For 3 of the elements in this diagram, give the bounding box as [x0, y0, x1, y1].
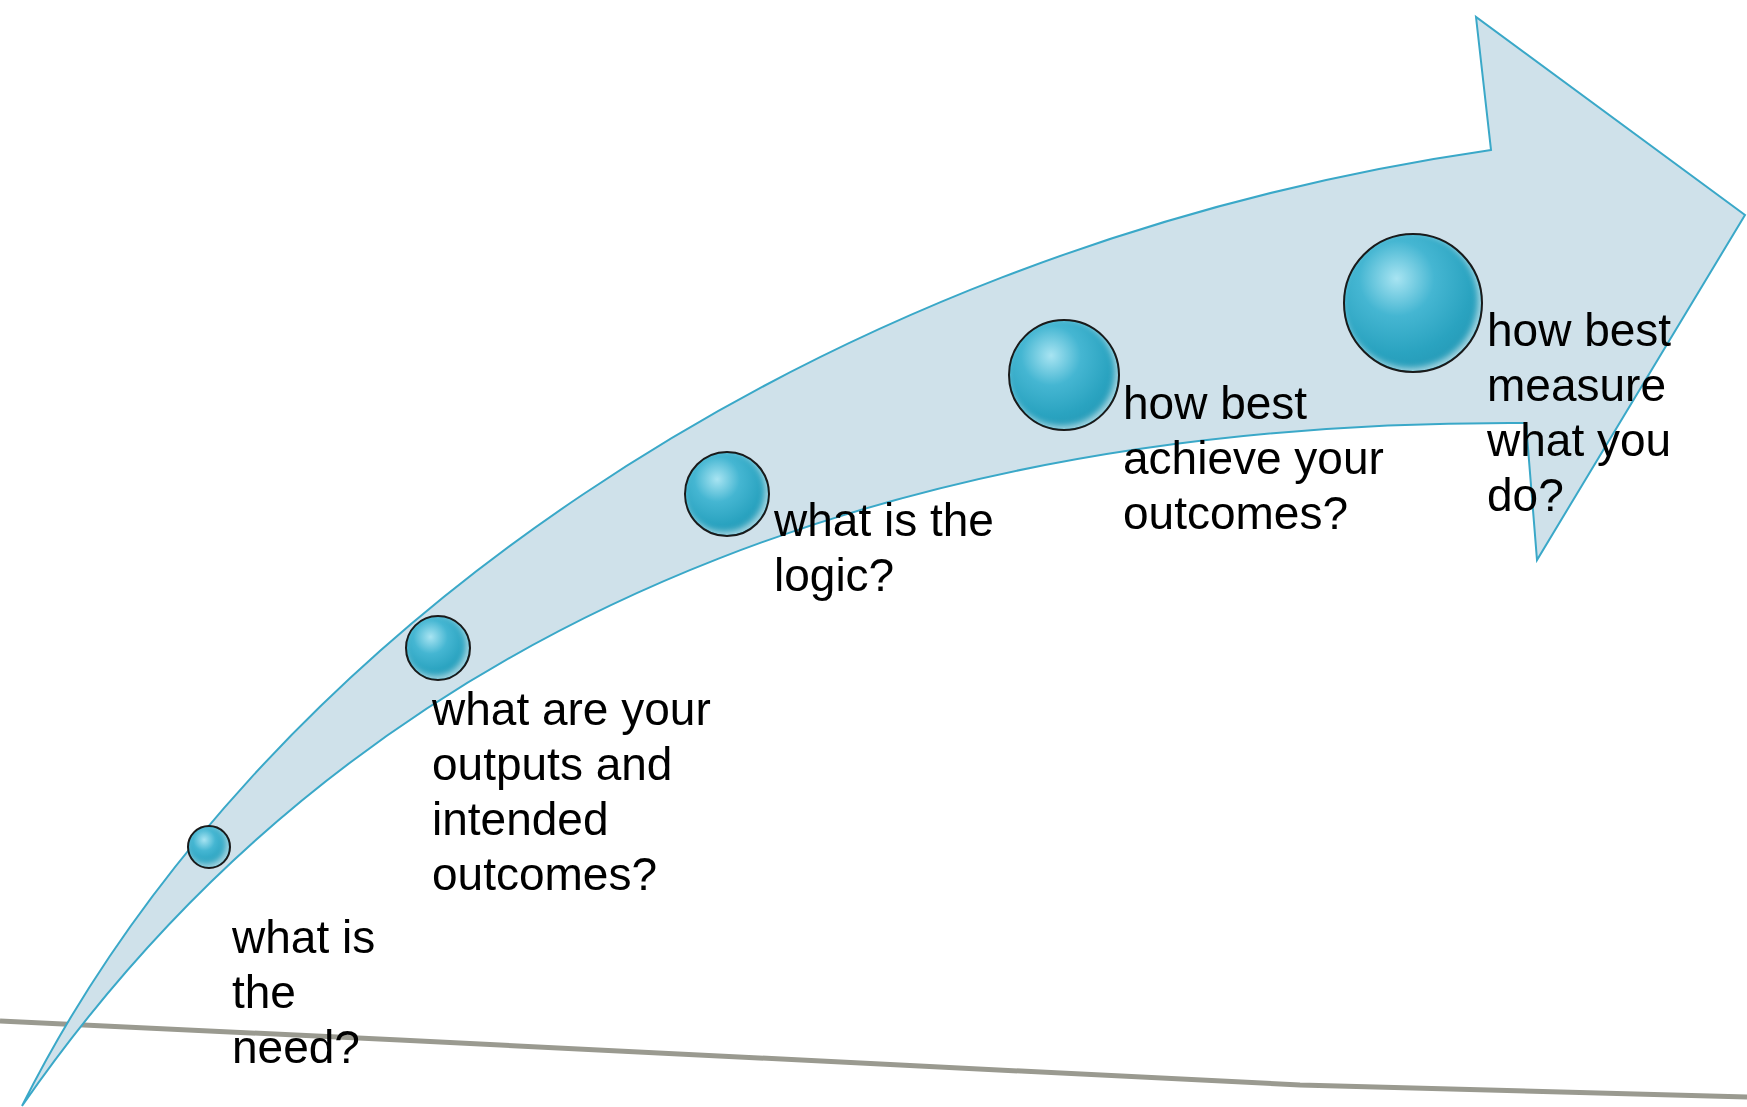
step-question: how best achieve your outcomes?	[1123, 376, 1385, 541]
step-question: what is the need?	[232, 910, 377, 1075]
step-question: what are your outputs and intended outcomes?	[432, 682, 712, 902]
